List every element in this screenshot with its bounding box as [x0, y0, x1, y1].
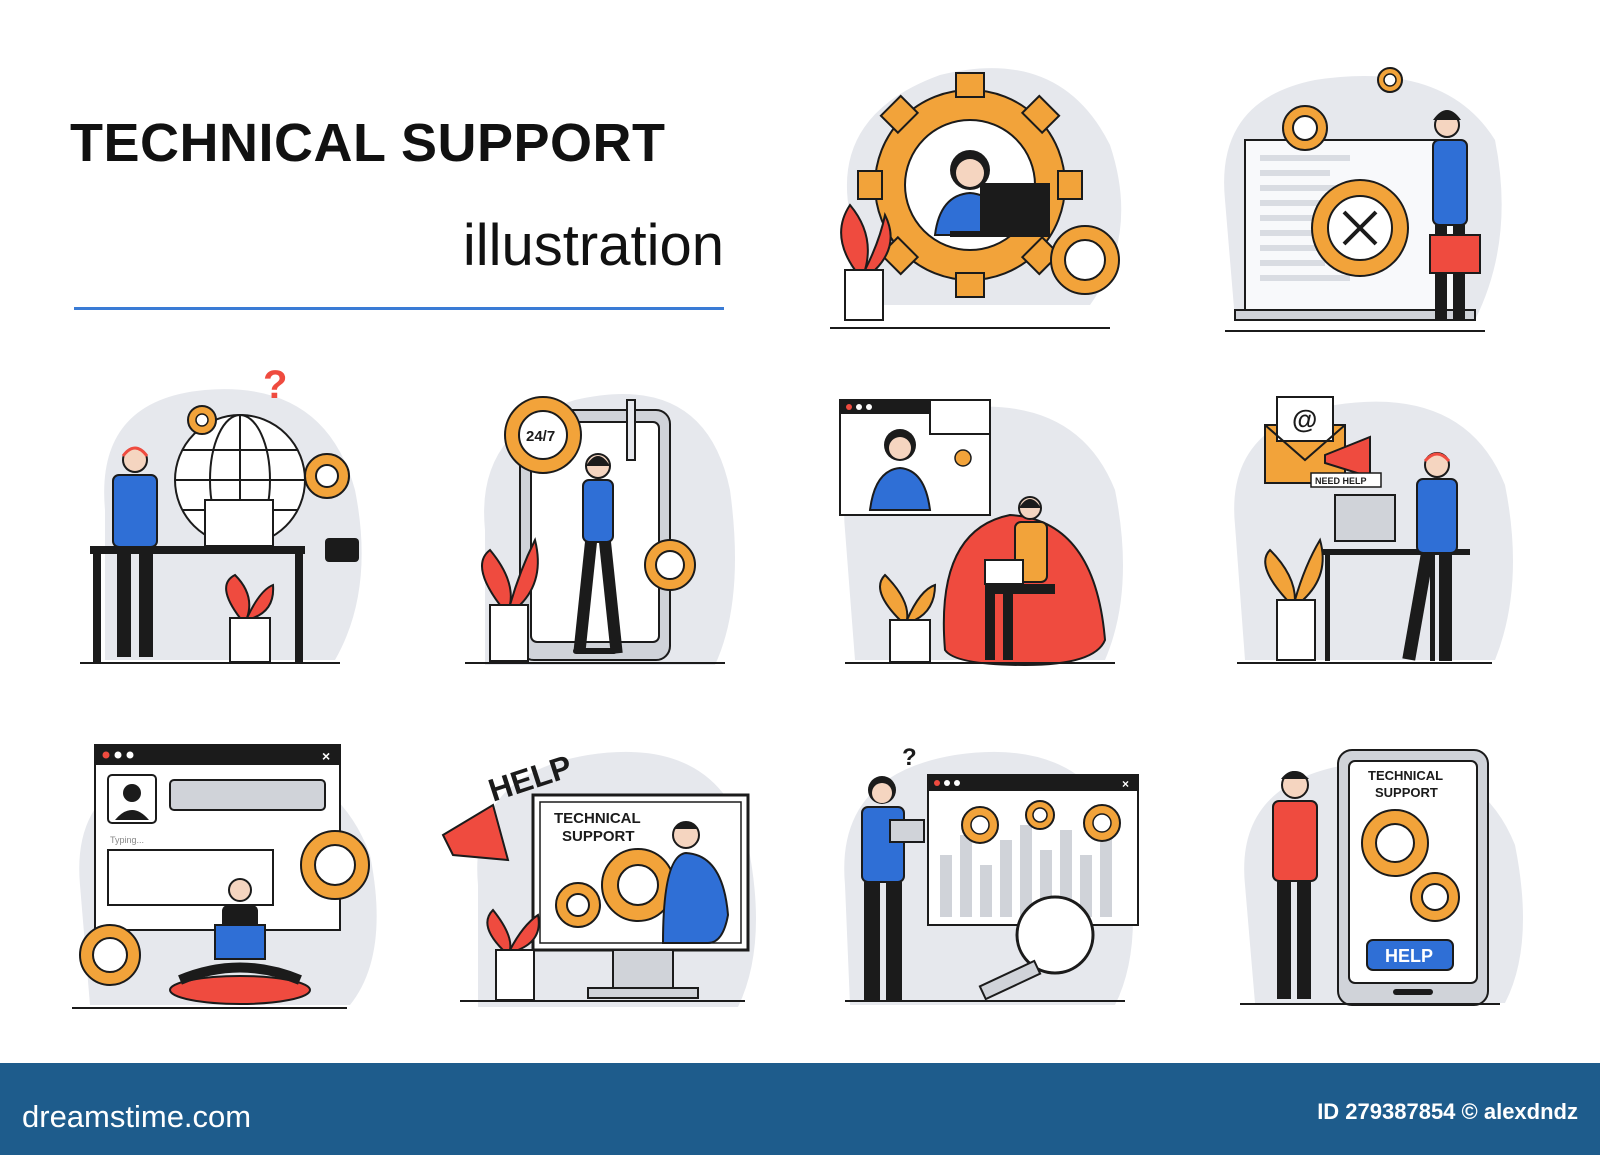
email-envelope-icon: @ [1264, 396, 1346, 484]
gear-icon [1410, 872, 1460, 922]
magnifying-glass-icon [978, 895, 1095, 1001]
meditating-agent-figure [169, 878, 311, 1005]
gear-icon [1377, 67, 1403, 93]
gear-icon [1361, 809, 1429, 877]
tablet-icon [889, 819, 925, 843]
phone-gear-icon [644, 539, 696, 591]
plant-icon [879, 573, 937, 663]
scene-phone-help: TECHNICAL SUPPORT HELP [1235, 745, 1535, 1025]
close-icon: × [322, 748, 330, 764]
technician-figure [661, 821, 730, 944]
wrench-icon [626, 399, 636, 461]
plant-icon [225, 573, 275, 663]
technician-figure [1429, 110, 1481, 320]
speech-bubble-icon [929, 399, 991, 435]
email-at-symbol: @ [1292, 404, 1317, 434]
support-agent-figure [1402, 452, 1458, 661]
gear-icon [555, 882, 601, 928]
scene-video-call [835, 390, 1135, 675]
plant-icon [481, 537, 539, 662]
page-title: TECHNICAL SUPPORT [70, 113, 666, 173]
help-button-label: HELP [1385, 946, 1433, 966]
gear-icon [79, 924, 141, 986]
question-mark-icon: ? [902, 744, 917, 771]
woman-with-wrench-figure [573, 399, 636, 655]
phone-title-line2: SUPPORT [1375, 785, 1438, 800]
title-divider [74, 307, 724, 310]
support-agent-figure [112, 446, 158, 657]
question-mark-icon: ? [263, 363, 287, 407]
monitor-icon [1334, 494, 1396, 542]
gear-247-icon: 24/7 [504, 396, 582, 474]
gear-icon [1025, 800, 1055, 830]
analyst-figure [861, 776, 925, 1000]
scene-chat: × Typing... [70, 735, 390, 1025]
small-gear-icon [1050, 225, 1120, 295]
gear-icon [300, 830, 370, 900]
scene-globe-question: ? [75, 360, 375, 670]
lightbulb-icon [954, 449, 972, 467]
scene-laptop-repair [1215, 60, 1515, 340]
close-icon: × [1122, 777, 1129, 791]
page-subtitle: illustration [462, 213, 724, 278]
user-figure [1272, 771, 1318, 999]
scene-monitor-help: HELP TECHNICAL SUPPORT [438, 735, 768, 1025]
thumbs-up-icon [325, 538, 359, 562]
large-gear-icon [857, 72, 1083, 298]
plant-icon [840, 203, 892, 321]
gear-icon [187, 405, 217, 435]
chat-bubble [169, 779, 326, 811]
gear-icon [304, 453, 350, 499]
typing-indicator: Typing... [110, 835, 144, 845]
footer-bar: dreamstime.com ID 279387854 © alexdndz [0, 1063, 1600, 1155]
wrench-gear-icon [1311, 179, 1409, 277]
gear-icon [1282, 105, 1328, 151]
scene-247-phone: 24/7 [465, 380, 745, 675]
megaphone-icon [441, 803, 510, 862]
scene-gear-agent [820, 55, 1140, 335]
help-button [1366, 939, 1454, 971]
scene-email-help: @ NEED HELP [1225, 385, 1525, 675]
woman-on-laptop-figure [984, 496, 1055, 660]
screen-title-line2: SUPPORT [562, 828, 635, 845]
phone-title-line1: TECHNICAL [1368, 768, 1443, 783]
plant-icon [486, 908, 540, 1001]
need-help-tag: NEED HELP [1315, 476, 1367, 486]
gear-icon [961, 806, 999, 844]
image-credit: ID 279387854 © alexdndz [1317, 1099, 1578, 1124]
screen-title-line1: TECHNICAL [554, 810, 641, 827]
scene-analytics: ? × [830, 735, 1150, 1025]
badge-247: 24/7 [526, 428, 555, 445]
gear-icon [1083, 804, 1121, 842]
plant-icon [1264, 537, 1324, 661]
brand-logo[interactable]: dreamstime.com [22, 1099, 252, 1134]
